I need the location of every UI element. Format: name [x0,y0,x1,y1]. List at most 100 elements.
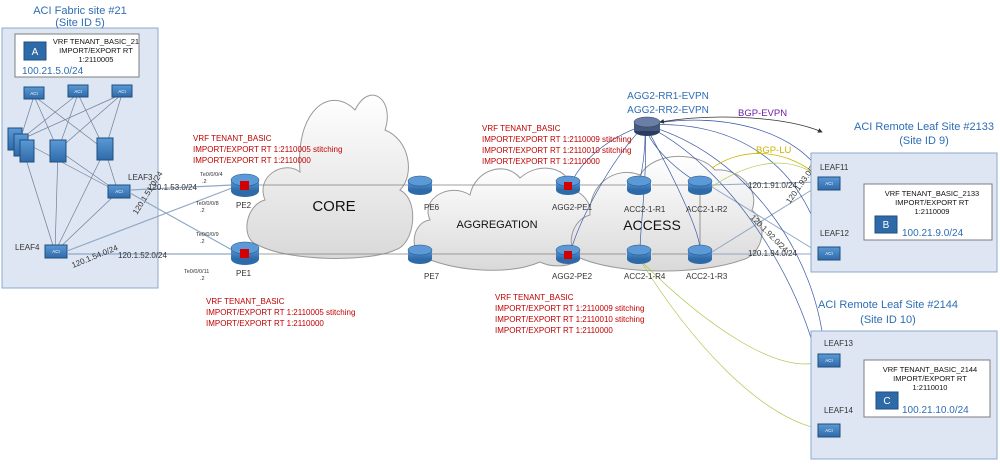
vrf-agg1-line4: IMPORT/EXPORT RT 1:2110000 [482,157,600,166]
access-cloud-label: ACCESS [623,217,681,233]
vrf-pe2-line1: VRF TENANT_BASIC [193,134,272,143]
svg-text:ACI: ACI [115,189,123,194]
if-label-4-ip: .2 [200,276,205,282]
router-agg-pe1 [555,175,581,195]
router-acc-r2-label: ACC2-1-R2 [686,205,728,214]
vrf-pe1-line2: IMPORT/EXPORT RT 1:2110005 stitching [206,308,355,317]
bgp-evpn-label: BGP-EVPN [738,108,787,119]
remote2144-leaf-a-icon [817,353,841,368]
router-pe1 [230,241,260,265]
site21-leaf3-icon [107,184,131,199]
remote-uplinks [711,181,819,255]
link-label-8: 120.1.94.0/24 [748,249,797,258]
svg-text:ACI: ACI [825,358,833,363]
remote2144-leaf-b-label: LEAF14 [824,406,853,415]
bgp-evpn-arrow [659,116,823,133]
link-label-4: 120.1.52.0/24 [118,251,167,260]
svg-text:ACI: ACI [118,89,126,94]
svg-text:ACI: ACI [30,91,38,96]
remote2133-leaf-b-icon [817,246,841,261]
remote2144-tenant-letter: C [883,396,890,407]
rr-label-2: AGG2-RR2-EVPN [627,105,709,116]
site21-subnet: 100.21.5.0/24 [22,66,84,77]
rr-label-1: AGG2-RR1-EVPN [627,91,709,102]
router-acc-r1-label: ACC2-1-R1 [624,205,666,214]
aggregation-cloud [413,167,593,271]
router-agg-pe1-label: AGG2-PE1 [552,203,593,212]
site21-tenant-badge [23,41,47,61]
svg-text:ACI: ACI [825,428,833,433]
svg-text:ACI: ACI [52,249,60,254]
remote2133-leaf-a-label: LEAF11 [820,163,849,172]
access-links [580,184,701,255]
vrf-agg2-line1: VRF TENANT_BASIC [495,293,574,302]
remote2133-tenant-badge [874,215,898,234]
aggregation-cloud-label: AGGREGATION [456,219,537,231]
router-agg-pe2-label: AGG2-PE2 [552,272,593,281]
router-acc-r3 [687,244,713,264]
remote2144-site-id: (Site ID 10) [860,314,916,326]
router-agg-pe2 [555,244,581,264]
remote2133-vrf-rt-label: IMPORT/EXPORT RT [895,198,969,207]
vrf-pe2-line3: IMPORT/EXPORT RT 1:2110000 [193,156,311,165]
aci-leaf-badges: ACI ACI ACI ACI ACI ACI ACI ACI ACI [30,89,833,433]
router-pe2 [230,173,260,197]
bgp-lu-label: BGP-LU [756,145,792,156]
remote2133-tenant-letter: B [883,220,890,231]
svg-text:ACI: ACI [825,251,833,256]
router-pe7 [407,244,433,264]
router-acc-r4-label: ACC2-1-R4 [624,272,666,281]
vrf-agg1-line2: IMPORT/EXPORT RT 1:2110009 stitching [482,135,631,144]
router-pe7-label: PE7 [424,272,440,281]
router-acc-r1 [626,175,652,195]
route-reflector-icon [633,116,661,136]
site21-vrf-name: VRF TENANT_BASIC_21 [53,37,139,46]
remote2133-site-id: (Site ID 9) [899,135,949,147]
vrf-pe1-line1: VRF TENANT_BASIC [206,297,285,306]
site21-title: ACI Fabric site #21 [33,5,127,17]
vrf-agg2-line2: IMPORT/EXPORT RT 1:2110009 stitching [495,304,644,313]
remote2133-leaf-b-label: LEAF12 [820,229,849,238]
remote2144-vrf-rt-label: IMPORT/EXPORT RT [893,374,967,383]
vrf-pe1-line3: IMPORT/EXPORT RT 1:2110000 [206,319,324,328]
remote2144-leaf-b-icon [817,423,841,438]
remote2144-title: ACI Remote Leaf Site #2144 [818,299,958,311]
if-label-3-ip: .2 [200,239,205,245]
router-acc-r4 [626,244,652,264]
site21-uplinks [66,184,233,255]
svg-text:ACI: ACI [825,181,833,186]
remote2133-title: ACI Remote Leaf Site #2133 [854,121,994,133]
vrf-agg1-line1: VRF TENANT_BASIC [482,124,561,133]
if-label-1: Te0/0/0/4 [200,172,223,178]
vrf-agg2-line4: IMPORT/EXPORT RT 1:2110000 [495,326,613,335]
site21-apic-servers [7,127,114,163]
router-pe6-label: PE6 [424,203,440,212]
site21-tenant-letter: A [32,47,39,58]
core-agg-links [258,184,556,255]
remote2144-leaf-a-label: LEAF13 [824,339,853,348]
site21-vrf-rt: 1:2110005 [79,55,114,64]
site21-leaf4-icon [44,244,68,259]
router-pe1-label: PE1 [236,269,252,278]
remote2133-subnet: 100.21.9.0/24 [902,228,964,239]
if-label-4: Te0/0/0/11 [184,269,209,275]
link-label-1: 120.1.53.0/24 [148,183,197,192]
router-pe2-label: PE2 [236,201,252,210]
remote2144-tenant-badge [875,391,899,410]
site21-leaf4-label: LEAF4 [15,243,40,252]
remote2144-subnet: 100.21.10.0/24 [902,405,969,416]
if-label-3: Te0/0/0/9 [196,232,219,238]
link-label-5: 120.1.91.0/24 [748,181,797,190]
remote2133-vrf-rt: 1:2110009 [915,207,950,216]
if-label-2: Te0/0/0/8 [196,201,219,207]
site21-leaf3-label: LEAF3 [128,173,153,182]
vrf-agg1-line3: IMPORT/EXPORT RT 1:2110010 stitching [482,146,631,155]
svg-text:ACI: ACI [74,89,82,94]
vrf-agg2-line3: IMPORT/EXPORT RT 1:2110010 stitching [495,315,644,324]
remote2133-leaf-a-icon [817,176,841,191]
remote2133-vrf-name: VRF TENANT_BASIC_2133 [885,189,979,198]
router-pe6 [407,175,433,195]
router-acc-r2 [687,175,713,195]
remote2144-vrf-rt: 1:2110010 [913,383,948,392]
bgp-lu-arrow [711,153,821,179]
